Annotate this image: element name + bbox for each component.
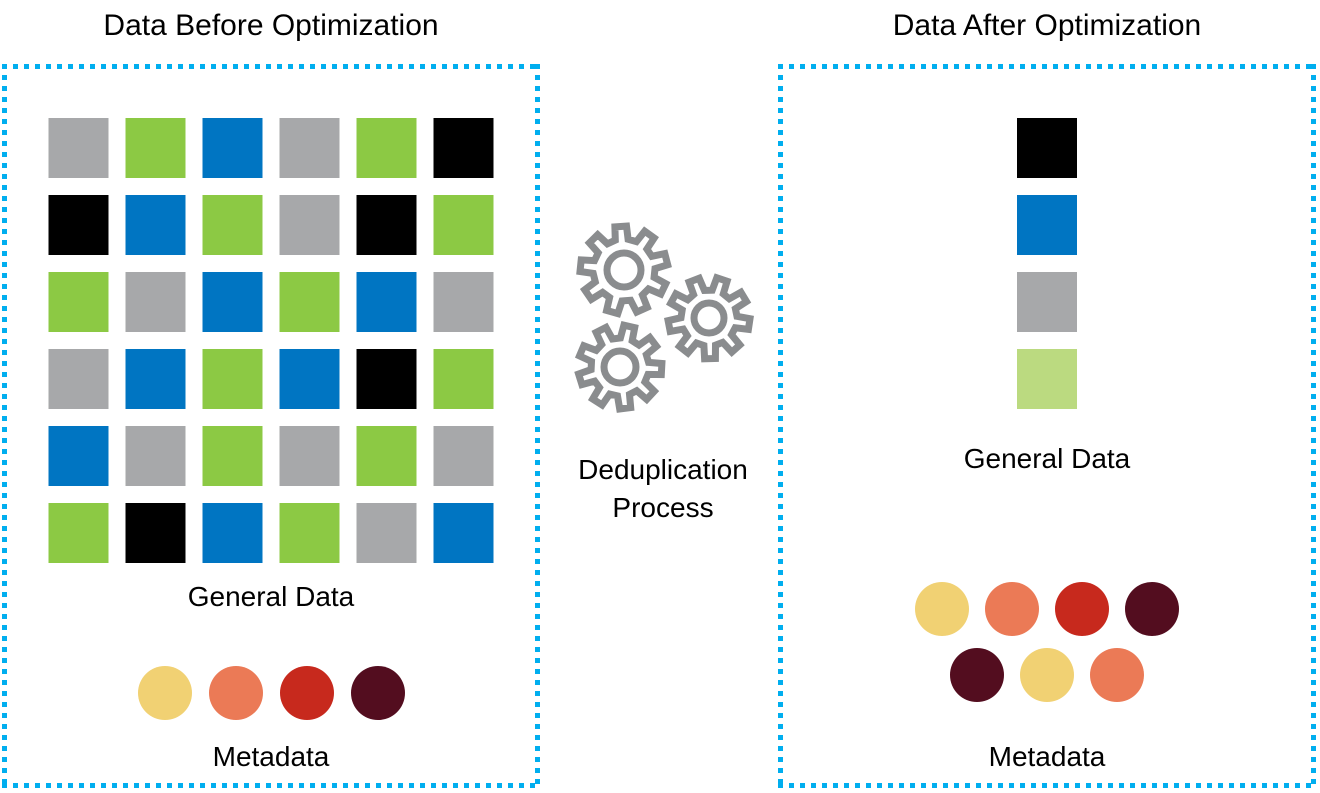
before-metadata-label: Metadata [212, 741, 330, 772]
gear-hole [603, 249, 644, 291]
data-block-green [433, 349, 494, 409]
before-metadata-dots [2, 666, 540, 720]
data-block-gray [433, 426, 494, 486]
data-block-gray [279, 426, 340, 486]
before-panel: General Data Metadata [2, 64, 540, 788]
data-block-gray [356, 503, 417, 563]
data-block-blue [125, 349, 186, 409]
before-title: Data Before Optimization [103, 9, 439, 42]
data-block-blue [202, 118, 263, 178]
data-block-blue [433, 503, 494, 563]
data-block-lightgreen [1017, 349, 1077, 409]
metadata-dot-red [1055, 582, 1109, 636]
data-block-green [125, 118, 186, 178]
metadata-dot-salmon [985, 582, 1039, 636]
data-block-blue [48, 426, 109, 486]
after-panel: General Data Metadata [778, 64, 1316, 788]
metadata-dot-salmon [1090, 648, 1144, 702]
data-block-black [1017, 118, 1077, 178]
metadata-dot-yellow [137, 666, 192, 720]
after-general-data-label: General Data [963, 443, 1131, 474]
after-metadata-dots [778, 582, 1316, 702]
metadata-dot-row [915, 582, 1179, 636]
data-block-black [48, 195, 109, 255]
data-block-green [356, 118, 417, 178]
data-block-blue [202, 272, 263, 332]
data-block-black [433, 118, 494, 178]
data-block-blue [1017, 195, 1077, 255]
data-block-blue [356, 272, 417, 332]
gear-hole [690, 299, 727, 337]
process-section: Deduplication Process [548, 210, 778, 527]
data-block-gray [48, 349, 109, 409]
metadata-dot-red [279, 666, 334, 720]
data-block-blue [125, 195, 186, 255]
process-label-line2: Process [612, 492, 714, 523]
metadata-dot-maroon [350, 666, 405, 720]
data-block-green [48, 503, 109, 563]
data-block-black [356, 195, 417, 255]
metadata-dot-maroon [1125, 582, 1179, 636]
data-block-black [356, 349, 417, 409]
process-label: Deduplication Process [548, 451, 778, 527]
data-block-green [356, 426, 417, 486]
data-block-green [433, 195, 494, 255]
gears-icon [573, 222, 754, 413]
after-title: Data After Optimization [892, 9, 1202, 42]
data-block-gray [279, 118, 340, 178]
data-block-green [279, 503, 340, 563]
data-block-gray [125, 426, 186, 486]
data-block-gray [48, 118, 109, 178]
data-block-green [202, 426, 263, 486]
metadata-dot-yellow [915, 582, 969, 636]
before-general-data-label: General Data [187, 581, 355, 612]
data-block-gray [433, 272, 494, 332]
metadata-dot-yellow [1020, 648, 1074, 702]
data-block-blue [279, 349, 340, 409]
metadata-dot-row [950, 648, 1144, 702]
gear-hole [600, 347, 639, 387]
data-block-gray [125, 272, 186, 332]
data-block-green [48, 272, 109, 332]
data-block-green [202, 349, 263, 409]
data-block-gray [1017, 272, 1077, 332]
process-label-line1: Deduplication [578, 454, 748, 485]
before-data-grid [48, 118, 494, 563]
data-block-black [125, 503, 186, 563]
metadata-dot-maroon [950, 648, 1004, 702]
data-block-blue [202, 503, 263, 563]
metadata-dot-salmon [208, 666, 263, 720]
after-metadata-label: Metadata [988, 741, 1106, 772]
data-block-green [279, 272, 340, 332]
data-block-gray [279, 195, 340, 255]
data-block-green [202, 195, 263, 255]
after-data-stack [1017, 118, 1077, 409]
